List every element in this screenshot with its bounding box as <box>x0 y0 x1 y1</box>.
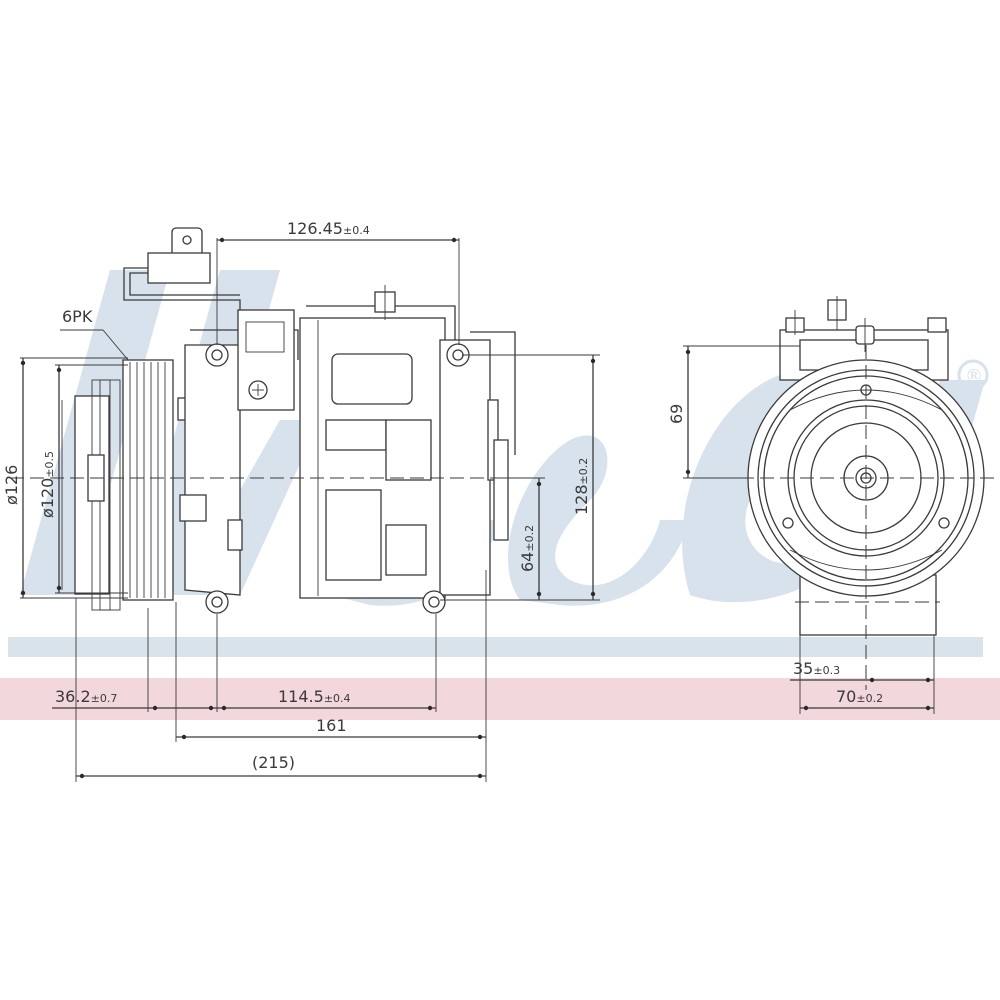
front-housing <box>179 329 299 614</box>
red-stripe <box>0 678 1000 720</box>
svg-text:(215): (215) <box>252 753 295 772</box>
rear-head <box>422 331 516 614</box>
svg-text:161: 161 <box>316 716 347 735</box>
side-view: 6PK 126.45±0.4 ø126 ø120±0.5 <box>2 219 600 782</box>
dim-half-width: 35±0.3 <box>790 635 935 714</box>
svg-text:128±0.2: 128±0.2 <box>572 458 591 515</box>
electrical-connector <box>123 227 241 310</box>
dim-mount-width: 70±0.2 <box>800 687 934 711</box>
svg-text:36.2±0.7: 36.2±0.7 <box>55 687 117 706</box>
dim-pulley-offset: 36.2±0.7 <box>52 687 217 711</box>
dim-outer-diameter: ø126 <box>2 357 128 599</box>
main-body <box>299 285 456 599</box>
dim-pulley-diameter: ø120±0.5 <box>38 364 128 594</box>
clutch-plate <box>61 379 121 611</box>
belt-profile-label: 6PK <box>62 307 93 326</box>
svg-text:ø126: ø126 <box>2 465 21 505</box>
pulley <box>122 359 189 601</box>
blue-stripe <box>8 637 983 657</box>
registered-mark: ® <box>965 366 983 387</box>
svg-text:70±0.2: 70±0.2 <box>836 687 883 706</box>
front-view: 69 35±0.3 70±0.2 <box>667 296 995 714</box>
svg-text:126.45±0.4: 126.45±0.4 <box>287 219 370 238</box>
dim-overall-height: 128±0.2 <box>440 354 600 601</box>
svg-text:64±0.2: 64±0.2 <box>518 525 537 572</box>
dim-top-length: 126.45±0.4 <box>216 219 460 345</box>
belt-profile-callout: 6PK <box>60 307 129 361</box>
dim-axis-height: 64±0.2 <box>500 477 545 600</box>
svg-text:69: 69 <box>667 404 686 424</box>
extension-lines <box>75 570 487 782</box>
dim-top-to-axis: 69 <box>667 345 800 479</box>
dim-mount-spacing: 114.5±0.4 <box>217 687 436 711</box>
svg-text:ø120±0.5: ø120±0.5 <box>38 451 57 518</box>
svg-text:114.5±0.4: 114.5±0.4 <box>278 687 351 706</box>
svg-text:35±0.3: 35±0.3 <box>793 659 840 678</box>
background-stripes <box>0 637 1000 720</box>
dim-body-length: 161 <box>176 716 486 740</box>
control-valve <box>237 309 295 411</box>
dim-overall-length: (215) <box>76 753 486 779</box>
